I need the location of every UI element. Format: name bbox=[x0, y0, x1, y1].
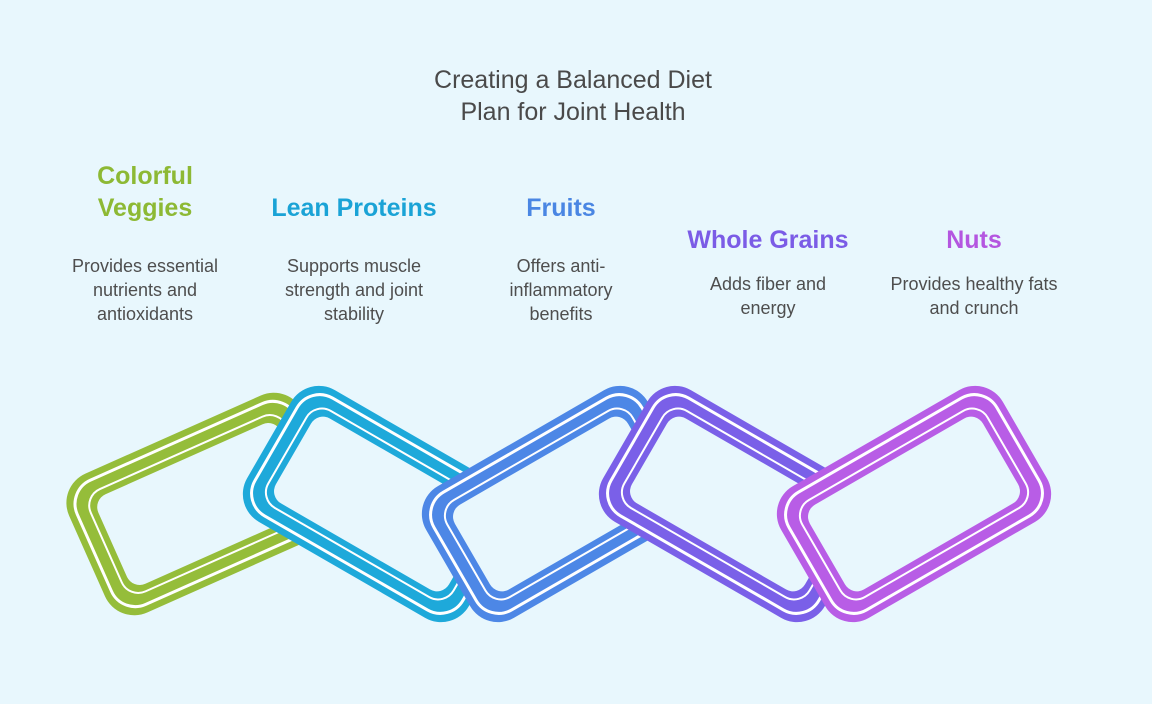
item-colorful-veggies: Colorful Veggies Provides essential nutr… bbox=[35, 160, 255, 326]
description-line: stability bbox=[323, 304, 385, 324]
description-line: Adds fiber and bbox=[709, 274, 827, 294]
item-nuts: Nuts Provides healthy fats and crunch bbox=[864, 224, 1084, 320]
item-description: Provides healthy fats and crunch bbox=[864, 272, 1084, 320]
description-line: benefits bbox=[529, 304, 593, 324]
title-line-1: Creating a Balanced Diet bbox=[434, 66, 712, 94]
description-line: Provides essential bbox=[71, 256, 219, 276]
description-line: and crunch bbox=[929, 298, 1019, 318]
chain-link-nuts bbox=[776, 385, 1052, 623]
item-description: Offers anti- inflammatory benefits bbox=[451, 254, 671, 326]
item-description: Provides essential nutrients and antioxi… bbox=[35, 254, 255, 326]
description-line: energy bbox=[740, 298, 796, 318]
item-title: Whole Grains bbox=[687, 226, 849, 254]
item-title: Fruits bbox=[526, 194, 596, 222]
item-fruits: Fruits Offers anti- inflammatory benefit… bbox=[451, 192, 671, 326]
description-line: Provides healthy fats bbox=[890, 274, 1058, 294]
description-line: Supports muscle bbox=[286, 256, 422, 276]
item-title-line: Colorful bbox=[97, 162, 193, 190]
item-lean-proteins: Lean Proteins Supports muscle strength a… bbox=[244, 192, 464, 326]
description-line: strength and joint bbox=[284, 280, 424, 300]
item-whole-grains: Whole Grains Adds fiber and energy bbox=[658, 224, 878, 320]
item-description: Adds fiber and energy bbox=[658, 272, 878, 320]
item-title: Nuts bbox=[946, 226, 1002, 254]
description-line: antioxidants bbox=[96, 304, 194, 324]
diagram-title: Creating a Balanced Diet Plan for Joint … bbox=[0, 64, 1146, 128]
description-line: Offers anti- bbox=[516, 256, 606, 276]
description-line: nutrients and bbox=[92, 280, 198, 300]
item-title-line: Veggies bbox=[97, 194, 193, 222]
item-title: Colorful Veggies bbox=[35, 160, 255, 224]
title-line-2: Plan for Joint Health bbox=[460, 98, 686, 126]
description-line: inflammatory bbox=[509, 280, 613, 300]
item-description: Supports muscle strength and joint stabi… bbox=[244, 254, 464, 326]
item-title: Lean Proteins bbox=[271, 194, 437, 222]
